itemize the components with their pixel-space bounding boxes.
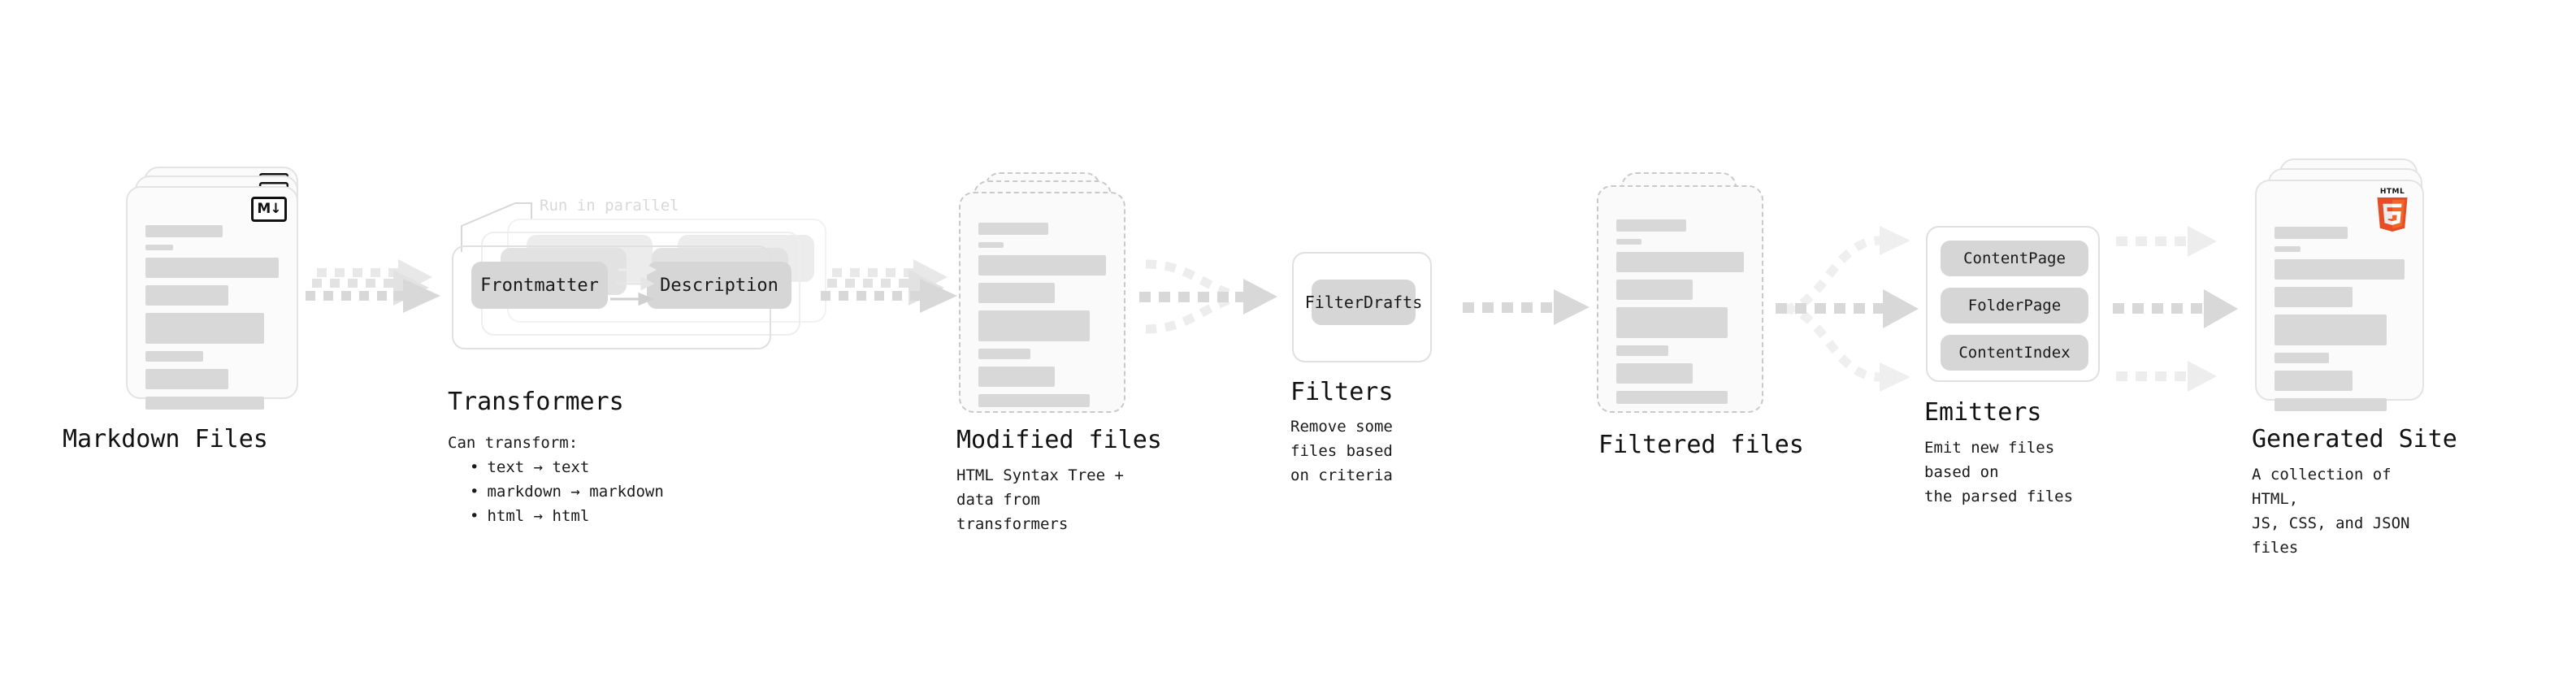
doc-placeholder-lines	[145, 225, 279, 417]
markdown-file-stack: M↓ M↓ M↓	[126, 167, 313, 419]
stage-generated-site: CSS HTML	[2252, 158, 2457, 557]
stage-modified-files: Modified files HTML Syntax Tree + data f…	[956, 172, 1162, 533]
transformers-bullet: html → html	[470, 504, 664, 528]
emitter-pill-contentindex[interactable]: ContentIndex	[1941, 335, 2088, 371]
stage-caption-generated-site: Generated Site	[2252, 425, 2457, 453]
filtered-doc-front	[1597, 185, 1763, 413]
connector-emitters-to-site	[2113, 226, 2238, 392]
doc-placeholder-lines	[1616, 219, 1744, 411]
transformer-pill-description[interactable]: Description	[647, 262, 791, 309]
transformers-bullet: text → text	[470, 455, 664, 479]
stage-filtered-files: Filtered files	[1597, 172, 1804, 459]
stage-transformers: Run in parallel Frontmatter Description	[448, 195, 834, 525]
transformers-stack: Run in parallel Frontmatter Description	[452, 195, 834, 358]
markdown-icon: M↓	[251, 197, 287, 222]
filter-pill-filterdrafts[interactable]: FilterDrafts	[1305, 280, 1422, 325]
emitter-pill-folderpage[interactable]: FolderPage	[1941, 288, 2088, 323]
stage-caption-emitters: Emitters	[1924, 398, 2042, 427]
run-in-parallel-bracket	[461, 202, 532, 252]
site-doc-front: HTML	[2255, 180, 2424, 411]
connector-modified-to-filters	[1139, 259, 1277, 334]
filters-card[interactable]: FilterDrafts	[1292, 252, 1432, 362]
stage-caption-filters: Filters	[1290, 378, 1394, 406]
markdown-doc-front: M↓	[126, 186, 298, 410]
stage-markdown-files: M↓ M↓ M↓ Markdown Fi	[63, 167, 313, 453]
html5-shield-icon	[2377, 197, 2408, 232]
connector-md-to-transformers	[306, 259, 440, 313]
doc-placeholder-lines	[978, 223, 1106, 414]
generated-site-stack: CSS HTML	[2255, 158, 2442, 419]
modified-file-stack	[959, 172, 1130, 416]
modified-files-description: HTML Syntax Tree + data from transformer…	[956, 466, 1124, 533]
transformer-card-front[interactable]: Frontmatter Description	[452, 245, 791, 349]
stage-emitters: ContentPage FolderPage ContentIndex Emit…	[1924, 226, 2100, 505]
filters-description: Remove some files based on criteria	[1290, 418, 1393, 484]
modified-doc-front	[959, 192, 1125, 413]
generated-site-description: A collection of HTML, JS, CSS, and JSON …	[2252, 466, 2410, 557]
html5-wordmark: HTML	[2379, 188, 2405, 196]
stage-caption-markdown-files: Markdown Files	[63, 425, 268, 453]
transformer-pill-frontmatter[interactable]: Frontmatter	[471, 262, 608, 309]
emitters-description: Emit new files based on the parsed files	[1924, 439, 2074, 505]
stage-filters: FilterDrafts Filters Remove some files b…	[1290, 252, 1432, 484]
run-in-parallel-label: Run in parallel	[540, 197, 679, 215]
stage-caption-filtered-files: Filtered files	[1598, 431, 1804, 459]
emitter-pill-contentpage[interactable]: ContentPage	[1941, 241, 2088, 276]
transformers-bullet: markdown → markdown	[470, 479, 663, 504]
emitters-card[interactable]: ContentPage FolderPage ContentIndex	[1926, 226, 2100, 382]
connector-transformers-to-modified	[821, 259, 957, 313]
transformers-bullet-list: text → text markdown → markdown html → h…	[452, 455, 664, 528]
connector-filters-to-filtered	[1463, 289, 1589, 325]
connector-filtered-to-emitters	[1776, 226, 1919, 392]
html5-icon: HTML	[2375, 188, 2409, 236]
filtered-file-stack	[1597, 172, 1767, 416]
stage-caption-transformers: Transformers	[448, 388, 624, 416]
transformers-description: Can transform:	[448, 434, 579, 452]
stage-caption-modified-files: Modified files	[956, 426, 1162, 454]
doc-placeholder-lines	[2275, 227, 2405, 419]
transformer-inner-arrows	[610, 262, 657, 306]
